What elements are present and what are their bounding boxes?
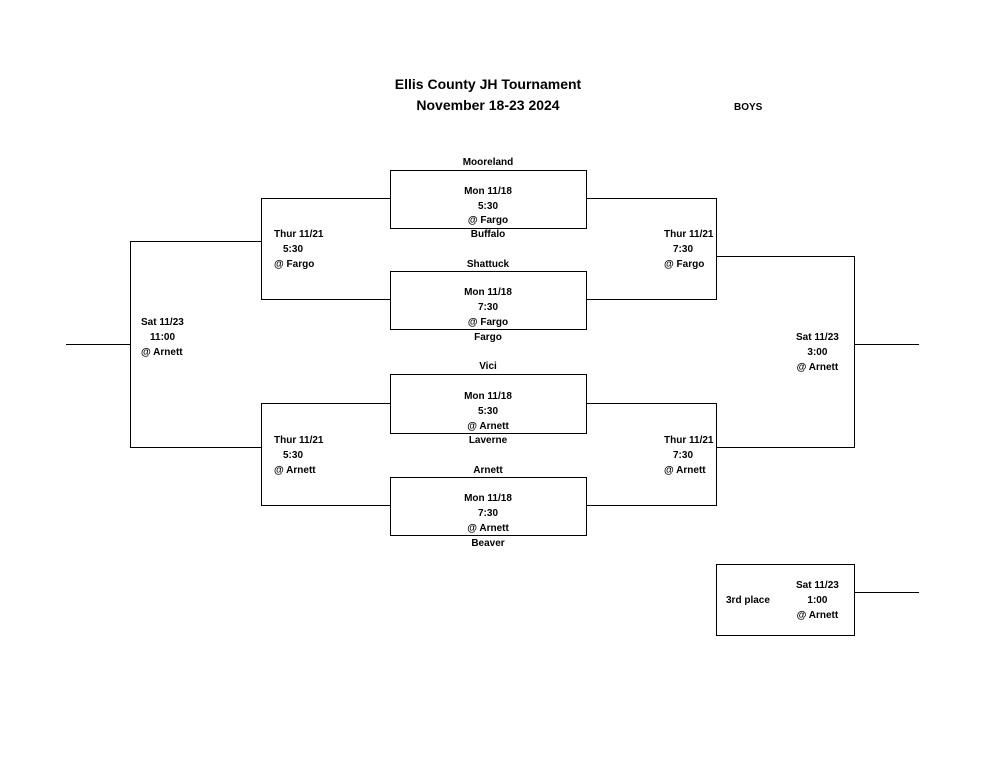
game-time: 1:00 <box>807 595 828 606</box>
game-day: Thur 11/21 <box>274 229 324 240</box>
game-site: @ Arnett <box>141 347 183 358</box>
game-day: Sat 11/23 <box>141 317 184 328</box>
game-site: @ Fargo <box>274 259 315 270</box>
third-place-game: Sat 11/23 1:00 @ Arnett <box>796 578 839 623</box>
third-place-label: 3rd place <box>726 595 770 606</box>
game-day: Sat 11/23 <box>796 580 839 591</box>
bracket-line <box>716 564 717 636</box>
bracket-line <box>716 256 855 257</box>
bracket-line <box>716 635 855 636</box>
game-day: Thur 11/21 <box>274 435 324 446</box>
bracket-line <box>390 329 587 330</box>
bracket-line <box>390 374 391 434</box>
bracket-line <box>586 170 587 229</box>
bracket-line <box>261 403 391 404</box>
game-day: Mon 11/18 <box>464 186 512 197</box>
bracket-line <box>586 403 717 404</box>
bracket-line <box>586 505 717 506</box>
final-right: Sat 11/23 3:00 @ Arnett <box>796 330 839 375</box>
game-time: 5:30 <box>477 201 498 212</box>
team-buffalo: Buffalo <box>470 229 506 240</box>
game-time: 5:30 <box>283 244 304 255</box>
page-title: Ellis County JH Tournament <box>394 76 582 92</box>
semifinal-right-lower: Thur 11/21 7:30 @ Arnett <box>664 433 713 478</box>
final-left: Sat 11/23 11:00 @ Arnett <box>141 315 184 360</box>
bracket-line <box>390 433 587 434</box>
team-mooreland: Mooreland <box>462 157 514 168</box>
bracket-line <box>854 256 855 448</box>
game-time: 7:30 <box>477 508 498 519</box>
game-day: Mon 11/18 <box>464 391 512 402</box>
bracket-line <box>716 564 855 565</box>
game-day: Thur 11/21 <box>664 435 714 446</box>
bracket-line <box>854 344 919 345</box>
team-laverne: Laverne <box>468 435 508 446</box>
team-shattuck: Shattuck <box>466 259 510 270</box>
bracket-line <box>261 198 262 300</box>
game-day: Mon 11/18 <box>464 493 512 504</box>
game-site: @ Arnett <box>274 465 316 476</box>
bracket-line <box>390 271 391 330</box>
semifinal-right-upper: Thur 11/21 7:30 @ Fargo <box>664 227 713 272</box>
bracket-line <box>716 198 717 300</box>
bracket-line <box>390 535 587 536</box>
team-beaver: Beaver <box>471 538 505 549</box>
game-site: @ Arnett <box>796 362 839 373</box>
bracket-line <box>130 241 262 242</box>
game-time: 7:30 <box>673 450 694 461</box>
bracket-line <box>586 299 717 300</box>
tournament-dates: November 18-23 2024 <box>416 97 560 113</box>
game-time: 7:30 <box>477 302 498 313</box>
bracket-line <box>390 374 587 375</box>
bracket-line <box>66 344 131 345</box>
bracket-line <box>390 477 587 478</box>
bracket-line <box>390 271 587 272</box>
team-arnett: Arnett <box>473 465 503 476</box>
bracket-line <box>854 592 919 593</box>
game-site: @ Fargo <box>664 259 705 270</box>
bracket-line <box>586 271 587 330</box>
game-time: 3:00 <box>807 347 828 358</box>
team-vici: Vici <box>479 361 497 372</box>
bracket-line <box>586 198 717 199</box>
division-label: BOYS <box>734 102 763 113</box>
game-site: @ Arnett <box>467 421 509 432</box>
bracket-line <box>261 198 391 199</box>
bracket-line <box>390 228 587 229</box>
game-day: Thur 11/21 <box>664 229 714 240</box>
game-site: @ Arnett <box>664 465 706 476</box>
bracket-line <box>716 403 717 506</box>
game-site: @ Fargo <box>467 317 509 328</box>
bracket-line <box>390 170 587 171</box>
bracket-line <box>854 564 855 636</box>
team-fargo: Fargo <box>474 332 502 343</box>
semifinal-left-upper: Thur 11/21 5:30 @ Fargo <box>274 227 323 272</box>
game-time: 11:00 <box>150 332 176 343</box>
bracket-line <box>586 477 587 536</box>
bracket-line <box>716 447 855 448</box>
game-day: Sat 11/23 <box>796 332 839 343</box>
game-site: @ Arnett <box>796 610 839 621</box>
game-site: @ Fargo <box>467 215 509 226</box>
bracket-line <box>390 170 391 229</box>
game-time: 7:30 <box>673 244 694 255</box>
bracket-line <box>390 477 391 536</box>
game-time: 5:30 <box>477 406 498 417</box>
bracket-line <box>586 374 587 434</box>
game-time: 5:30 <box>283 450 304 461</box>
bracket-line <box>261 403 262 506</box>
bracket-line <box>261 505 391 506</box>
bracket-line <box>130 447 262 448</box>
game-day: Mon 11/18 <box>464 287 512 298</box>
semifinal-left-lower: Thur 11/21 5:30 @ Arnett <box>274 433 323 478</box>
bracket-line <box>261 299 391 300</box>
game-site: @ Arnett <box>467 523 509 534</box>
